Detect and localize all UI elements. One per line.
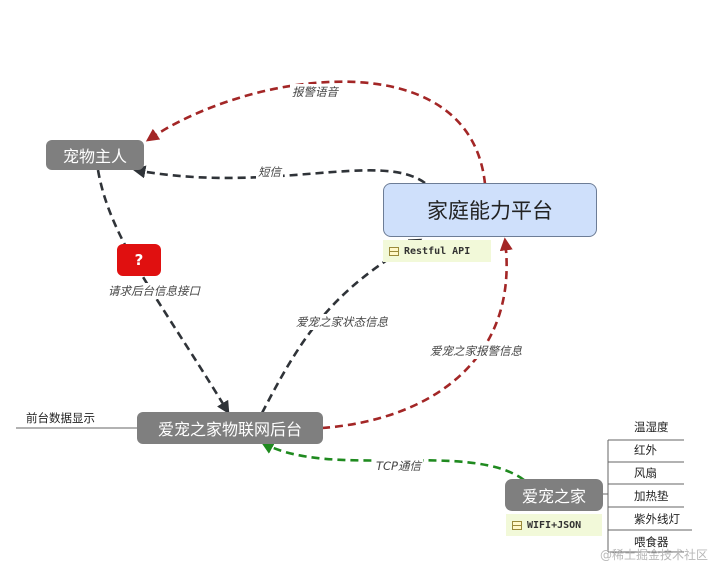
node-pet-owner[interactable]: 宠物主人 [46, 140, 144, 170]
label-request-interface: 请求后台信息接口 [106, 283, 202, 299]
label-tcp: TCP通信 [374, 458, 423, 474]
tag-wifi-json-text: WIFI+JSON [527, 519, 582, 531]
tag-icon [512, 520, 522, 530]
edge-alarm-info [321, 237, 513, 430]
edge-alarm-voice [145, 80, 487, 185]
node-pet-home-device[interactable]: 爱宠之家 [505, 479, 603, 511]
feature-feeder: 喂食器 [634, 535, 669, 549]
tag-wifi-json: WIFI+JSON [506, 514, 602, 536]
label-sms: 短信 [256, 164, 283, 180]
node-iot-backend[interactable]: 爱宠之家物联网后台 [137, 412, 323, 444]
edge-sms [132, 165, 426, 185]
feature-uv-lamp: 紫外线灯 [634, 512, 680, 526]
feature-fan: 风扇 [634, 466, 657, 480]
front-display-label: 前台数据显示 [26, 411, 95, 425]
label-status-info: 爱宠之家状态信息 [294, 314, 390, 330]
tag-restful-api-text: Restful API [404, 245, 471, 257]
node-home-platform[interactable]: 家庭能力平台 [383, 183, 597, 237]
tag-icon [389, 246, 399, 256]
watermark: @稀土掘金技术社区 [599, 548, 708, 562]
feature-temp-humidity: 温湿度 [634, 420, 669, 434]
feature-infrared: 红外 [634, 443, 657, 457]
label-alarm-info: 爱宠之家报警信息 [428, 343, 524, 359]
device-feature-bracket [603, 439, 692, 553]
label-alarm-voice: 报警语音 [290, 84, 340, 100]
warning-marker[interactable]: ? [117, 244, 161, 276]
feature-heating-pad: 加热垫 [634, 489, 669, 503]
tag-restful-api: Restful API [383, 240, 491, 262]
edge-request [96, 169, 230, 415]
edge-tcp [260, 441, 525, 482]
